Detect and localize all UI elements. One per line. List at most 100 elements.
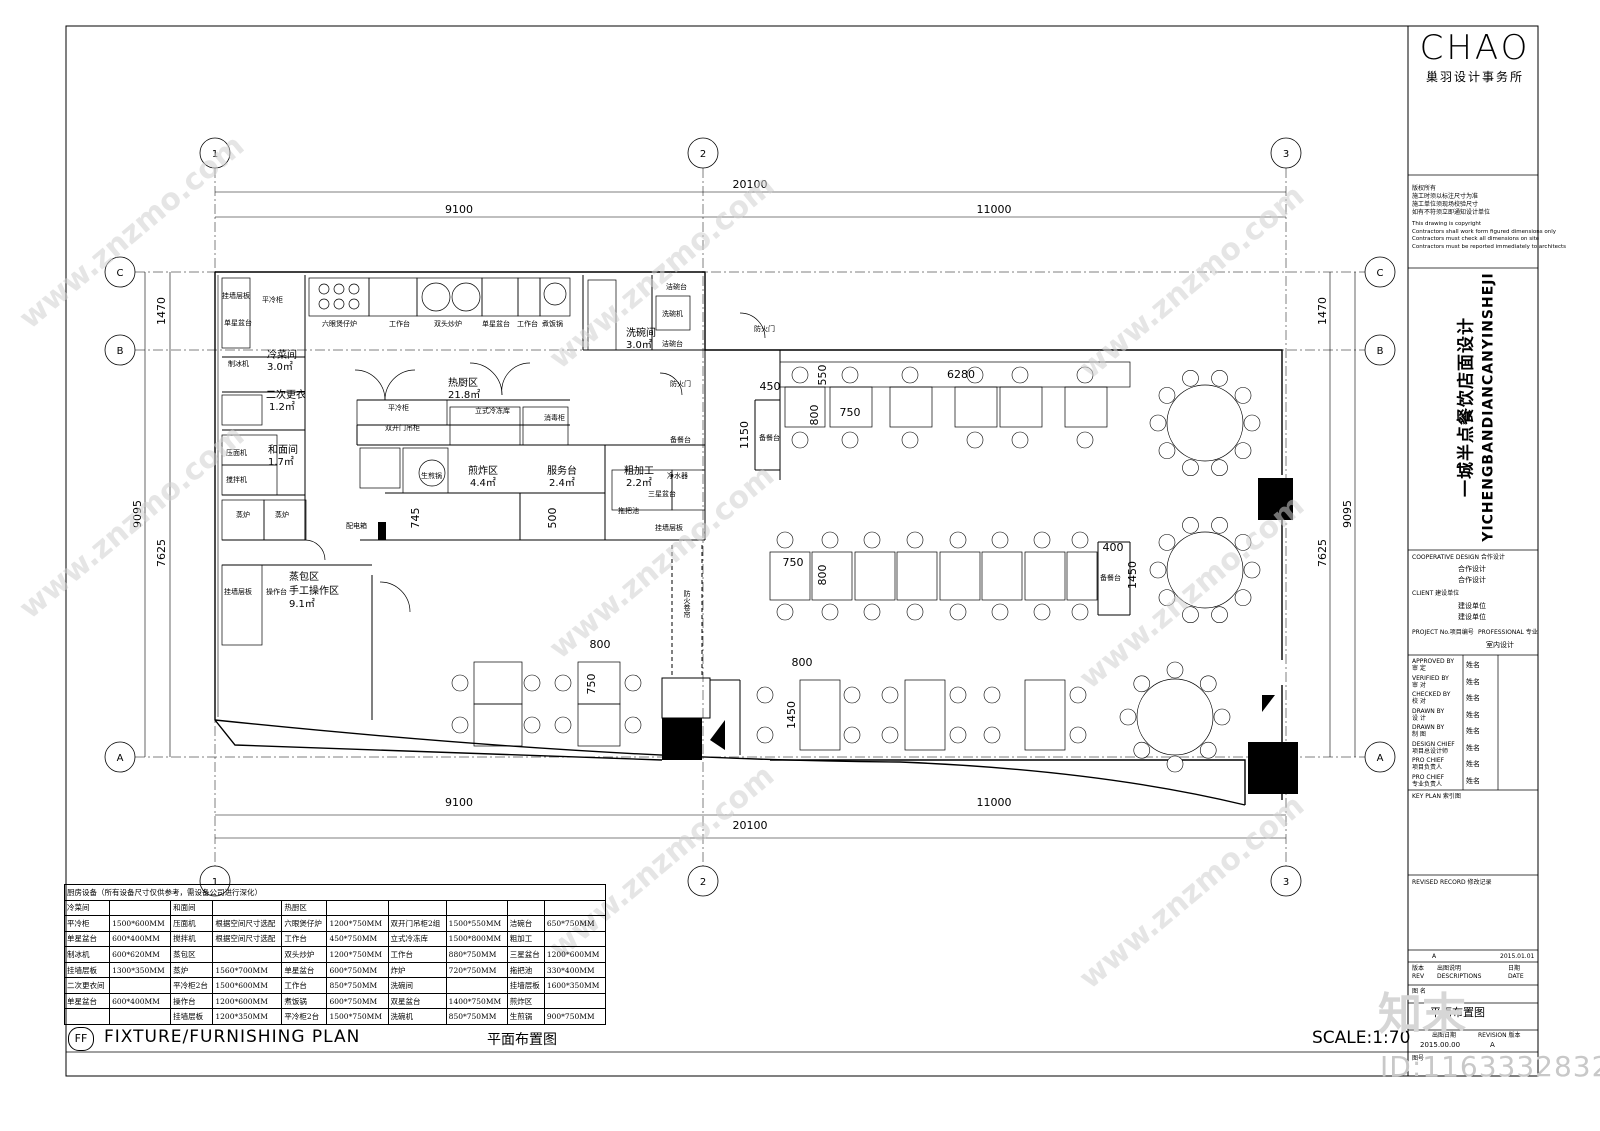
role-title-cn: 专业负责人 <box>1412 780 1443 788</box>
watermark-text: www.znzmo.com <box>1073 178 1311 386</box>
sheet-badge: FF <box>68 1027 94 1051</box>
role-title-cn: 审 定 <box>1412 665 1426 672</box>
client-value: 建设单位 <box>1458 602 1486 610</box>
role-title-en: DRAWN BY <box>1412 724 1445 731</box>
issue-date: 2015.00.00 <box>1420 1041 1461 1049</box>
chair <box>1199 741 1217 759</box>
project-title-cn: 一城半点餐饮店面设计 <box>1456 317 1477 498</box>
chair <box>1076 366 1094 384</box>
logo-wordmark: CHAO <box>1419 28 1531 68</box>
schedule-cell <box>445 899 508 917</box>
schedule-cell: 炸炉 <box>387 961 447 979</box>
chair <box>983 686 1001 704</box>
chair <box>1158 442 1176 459</box>
chair <box>1011 366 1029 384</box>
schedule-title: 厨房设备（所有设备尺寸仅供参考，需设备公司进行深化） <box>64 884 606 901</box>
chair <box>1234 387 1252 404</box>
copyright-line: 施工单位须现场校验尺寸 <box>1412 201 1479 208</box>
equip-label: 平冷柜 <box>262 295 283 304</box>
chair <box>863 603 881 621</box>
schedule-cell <box>387 899 447 917</box>
chair <box>1234 589 1252 606</box>
dim-400: 400 <box>1103 541 1124 554</box>
chair <box>1133 675 1151 693</box>
schedule-cell: 1500*550MM <box>445 915 508 932</box>
grid-label-row-a-left: A <box>117 753 124 764</box>
title-block-rules <box>1408 174 1538 1053</box>
schedule-cell: 880*750MM <box>445 946 508 963</box>
role-name: 姓名 <box>1466 760 1480 768</box>
schedule-cell <box>506 899 545 917</box>
grid-label-col-3-bottom: 3 <box>1283 877 1289 888</box>
schedule-cell: 蒸炉 <box>170 961 214 979</box>
role-name: 姓名 <box>1466 776 1480 785</box>
role-name: 姓名 <box>1466 727 1480 735</box>
chair <box>1069 686 1087 704</box>
schedule-cell: 600*400MM <box>109 992 172 1010</box>
schedule-cell <box>543 899 607 917</box>
schedule-cell: 操作台 <box>170 992 214 1010</box>
sheet-scale: SCALE:1:70 <box>1312 1028 1411 1048</box>
chair <box>1119 708 1137 726</box>
copyright-line: 如有不符须立即通知设计单位 <box>1412 209 1491 216</box>
chair <box>843 726 861 744</box>
grid-label-col-1-bottom: 1 <box>212 877 218 888</box>
schedule-cell: 1200*750MM <box>326 946 389 963</box>
client-value: 建设单位 <box>1458 613 1486 621</box>
equip-label: 配电箱 <box>346 521 367 530</box>
rev-header-desc-en: DESCRIPTIONS <box>1437 973 1482 980</box>
cooperative-value: 合作设计 <box>1458 576 1486 584</box>
chair <box>1213 708 1231 726</box>
schedule-cell: 洗碗机 <box>387 1008 447 1025</box>
chair <box>791 366 809 384</box>
schedule-cell: 工作台 <box>281 977 328 994</box>
equip-label: 生煎锅 <box>421 471 442 480</box>
schedule-cell: 双开门吊柜2组 <box>387 915 447 932</box>
dim-550: 550 <box>816 365 829 386</box>
equip-label: 双开门吊柜 <box>385 423 420 432</box>
dim-top-left: 9100 <box>445 203 473 216</box>
equip-label: 操作台 <box>266 587 287 596</box>
room-dishwash-area: 3.0㎡ <box>626 339 652 351</box>
chair <box>756 686 774 704</box>
chair <box>1071 603 1089 621</box>
room-dough: 和面间 <box>268 443 298 456</box>
drawing-border <box>65 25 1539 1077</box>
chair <box>756 726 774 744</box>
chair <box>1071 531 1089 549</box>
chair <box>881 686 899 704</box>
schedule-cell: 工作台 <box>281 930 328 948</box>
role-title-cn: 设 计 <box>1412 714 1426 722</box>
kitchen-equipment <box>221 277 766 646</box>
equip-label: 挂墙层板 <box>222 291 250 300</box>
grid-label-row-a-right: A <box>1377 753 1384 764</box>
role-title-en: APPROVED BY <box>1412 658 1455 665</box>
revised-record-label: REVISED RECORD 修改记录 <box>1412 879 1492 886</box>
chair <box>821 603 839 621</box>
dim-800-left: 800 <box>590 638 611 651</box>
dim-450: 450 <box>760 380 781 393</box>
grid-label-row-c-left: C <box>117 268 124 279</box>
schedule-cell <box>445 977 508 994</box>
schedule-cell: 热厨区 <box>281 899 328 917</box>
sheet-number-label: 图号 <box>1412 1055 1425 1062</box>
dim-750-mid: 750 <box>783 556 804 569</box>
chair <box>624 716 642 734</box>
chair <box>901 366 919 384</box>
chair <box>966 366 984 384</box>
schedule-cell: 拖把池 <box>506 961 545 979</box>
schedule-cell: 850*750MM <box>326 977 389 994</box>
chair <box>881 726 899 744</box>
chair <box>1149 414 1167 432</box>
chair <box>1166 755 1184 773</box>
chair <box>1211 606 1228 623</box>
schedule-cell: 工作台 <box>387 946 447 963</box>
schedule-cell: 330*400MM <box>543 961 607 979</box>
schedule-cell <box>109 899 172 917</box>
schedule-cell: 冷菜间 <box>63 899 111 917</box>
schedule-cell: 根据空间尺寸选配 <box>212 930 283 948</box>
project-title-en: YICHENGBANDIANCANYINSHEJI <box>1480 272 1497 542</box>
round-tables <box>1136 384 1244 756</box>
room-steam-bun: 蒸包区 <box>289 570 319 583</box>
